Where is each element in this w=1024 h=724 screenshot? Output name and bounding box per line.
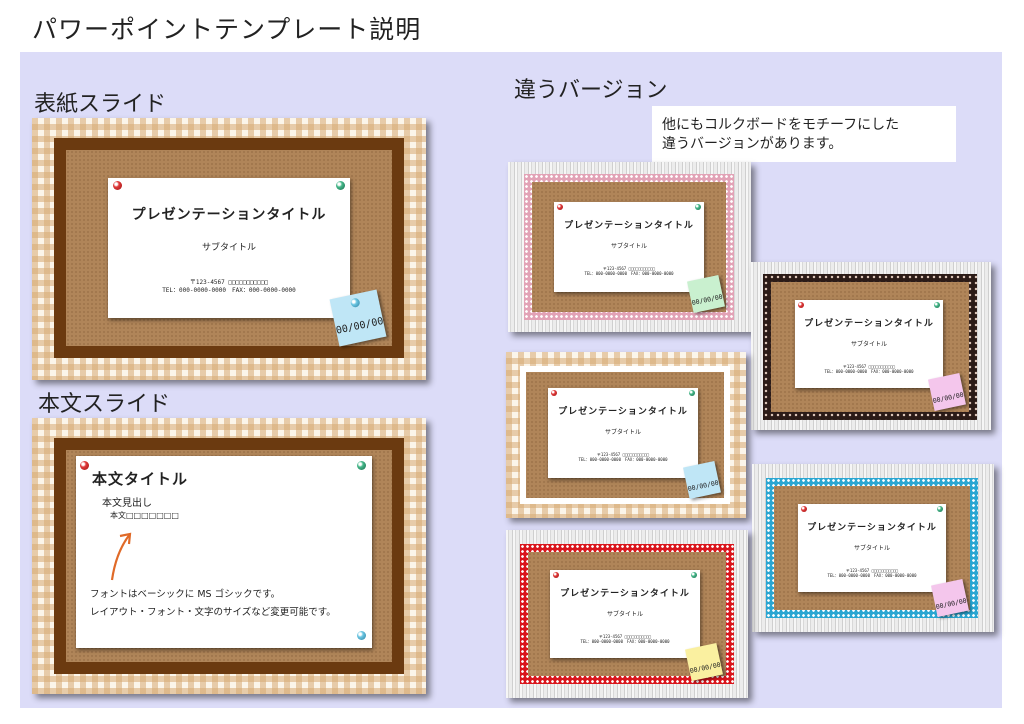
green-pin-icon <box>336 181 345 190</box>
sticky-date: 00/00/00 <box>932 390 965 406</box>
title-card: プレゼンテーションタイトル サブタイトル 〒123-4567 □□□□□□□□□… <box>798 504 946 592</box>
address-line: 〒123-4567 □□□□□□□□□□□ <box>189 279 269 286</box>
slide-subtitle: サブタイトル <box>853 545 890 552</box>
address-line: 〒123-4567 □□□□□□□□□□□ <box>845 568 899 573</box>
slide-subtitle: サブタイトル <box>610 243 647 250</box>
address-line: 〒123-4567 □□□□□□□□□□□ <box>842 364 896 369</box>
date-sticky-note: 00/00/00 <box>685 643 723 681</box>
title-card: プレゼンテーションタイトル サブタイトル 〒123-4567 □□□□□□□□□… <box>795 300 943 388</box>
red-pin-icon <box>80 461 89 470</box>
red-pin-icon <box>113 181 122 190</box>
red-pin-icon <box>553 572 559 578</box>
alt-slide-black-dots[interactable]: プレゼンテーションタイトル サブタイトル 〒123-4567 □□□□□□□□□… <box>751 262 991 430</box>
phone-line: TEL：000-0000-0000 FAX：000-0000-0000 <box>824 369 914 374</box>
address-line: 〒123-4567 □□□□□□□□□□□ <box>598 634 652 639</box>
note-line-2: 違うバージョンがあります。 <box>662 136 843 152</box>
sticky-date: 00/00/00 <box>691 292 724 308</box>
body-card: 本文タイトル 本文見出し 本文□□□□□□□ フォントはベーシックに MS ゴシ… <box>76 456 372 648</box>
slide-address: 〒123-4567 □□□□□□□□□□□ TEL：000-0000-0000 … <box>548 452 698 462</box>
slide-title: プレゼンテーションタイトル <box>560 589 690 599</box>
font-note: フォントはベーシックに MS ゴシックです。 <box>90 589 281 600</box>
slide-address: 〒123-4567 □□□□□□□□□□□ TEL：000-0000-0000 … <box>550 634 700 644</box>
body-title: 本文タイトル <box>92 470 189 488</box>
green-pin-icon <box>934 302 940 308</box>
red-pin-icon <box>557 204 563 210</box>
sticky-date: 00/00/00 <box>935 596 968 612</box>
slide-title: プレゼンテーションタイトル <box>807 523 937 533</box>
slide-subtitle: サブタイトル <box>604 429 641 436</box>
slide-address: 〒123-4567 □□□□□□□□□□□ TEL：000-0000-0000 … <box>108 279 350 294</box>
page-title: パワーポイントテンプレート説明 <box>32 15 422 44</box>
body-text: 本文□□□□□□□ <box>110 511 179 520</box>
date-sticky-note: 00/00/00 <box>329 289 387 347</box>
arrow-up-icon <box>110 532 132 581</box>
date-sticky-note: 00/00/00 <box>928 373 966 411</box>
green-pin-icon <box>689 390 695 396</box>
alt-slide-pink-dots[interactable]: プレゼンテーションタイトル サブタイトル 〒123-4567 □□□□□□□□□… <box>508 162 751 332</box>
body-heading-text: 本文見出し <box>102 498 152 509</box>
slide-title: プレゼンテーションタイトル <box>131 207 327 223</box>
alt-slide-gingham[interactable]: プレゼンテーションタイトル サブタイトル 〒123-4567 □□□□□□□□□… <box>506 352 746 518</box>
phone-line: TEL：000-0000-0000 FAX：000-0000-0000 <box>580 639 670 644</box>
alt-versions-note: 他にもコルクボードをモチーフにした 違うバージョンがあります。 <box>652 106 956 162</box>
date-sticky-note: 00/00/00 <box>683 461 721 499</box>
date-sticky-note: 00/00/00 <box>931 579 969 617</box>
slide-title: プレゼンテーションタイトル <box>558 407 688 417</box>
layout-note: レイアウト・フォント・文字のサイズなど変更可能です。 <box>90 607 336 618</box>
green-pin-icon <box>691 572 697 578</box>
body-slide-heading: 本文スライド <box>38 392 171 417</box>
slide-subtitle: サブタイトル <box>850 341 887 348</box>
slide-address: 〒123-4567 □□□□□□□□□□□ TEL：000-0000-0000 … <box>795 364 943 374</box>
date-sticky-note: 00/00/00 <box>687 275 725 313</box>
green-pin-icon <box>357 461 366 470</box>
phone-line: TEL：000-0000-0000 FAX：000-0000-0000 <box>584 271 674 276</box>
red-pin-icon <box>551 390 557 396</box>
green-pin-icon <box>695 204 701 210</box>
sticky-date: 00/00/00 <box>687 478 720 494</box>
slide-title: プレゼンテーションタイトル <box>804 319 934 329</box>
blue-pin-icon <box>357 631 366 640</box>
phone-line: TEL：000-0000-0000 FAX：000-0000-0000 <box>578 457 668 462</box>
slide-address: 〒123-4567 □□□□□□□□□□□ TEL：000-0000-0000 … <box>798 568 946 578</box>
note-line-1: 他にもコルクボードをモチーフにした <box>662 117 900 133</box>
body-slide-preview[interactable]: 本文タイトル 本文見出し 本文□□□□□□□ フォントはベーシックに MS ゴシ… <box>32 418 426 694</box>
phone-line: TEL：000-0000-0000 FAX：000-0000-0000 <box>162 286 296 294</box>
green-pin-icon <box>937 506 943 512</box>
red-pin-icon <box>798 302 804 308</box>
title-card: プレゼンテーションタイトル サブタイトル 〒123-4567 □□□□□□□□□… <box>548 388 698 478</box>
alt-versions-heading: 違うバージョン <box>514 78 668 103</box>
slide-subtitle: サブタイトル <box>201 243 256 253</box>
sticky-date: 00/00/00 <box>335 315 385 337</box>
alt-slide-red-dots[interactable]: プレゼンテーションタイトル サブタイトル 〒123-4567 □□□□□□□□□… <box>506 530 748 698</box>
address-line: 〒123-4567 □□□□□□□□□□□ <box>596 452 650 457</box>
phone-line: TEL：000-0000-0000 FAX：000-0000-0000 <box>827 573 917 578</box>
slide-title: プレゼンテーションタイトル <box>564 221 694 231</box>
title-card: プレゼンテーションタイトル サブタイトル 〒123-4567 □□□□□□□□□… <box>108 178 350 318</box>
slide-subtitle: サブタイトル <box>606 611 643 618</box>
cover-slide-heading: 表紙スライド <box>34 92 167 117</box>
address-line: 〒123-4567 □□□□□□□□□□□ <box>602 266 656 271</box>
slide-address: 〒123-4567 □□□□□□□□□□□ TEL：000-0000-0000 … <box>554 266 704 276</box>
alt-slide-blue-dots[interactable]: プレゼンテーションタイトル サブタイトル 〒123-4567 □□□□□□□□□… <box>752 464 994 632</box>
sticky-date: 00/00/00 <box>689 660 722 676</box>
title-card: プレゼンテーションタイトル サブタイトル 〒123-4567 □□□□□□□□□… <box>550 570 700 658</box>
red-pin-icon <box>801 506 807 512</box>
cover-slide-preview[interactable]: プレゼンテーションタイトル サブタイトル 〒123-4567 □□□□□□□□□… <box>32 118 426 380</box>
title-card: プレゼンテーションタイトル サブタイトル 〒123-4567 □□□□□□□□□… <box>554 202 704 292</box>
blue-pin-icon <box>349 297 361 309</box>
